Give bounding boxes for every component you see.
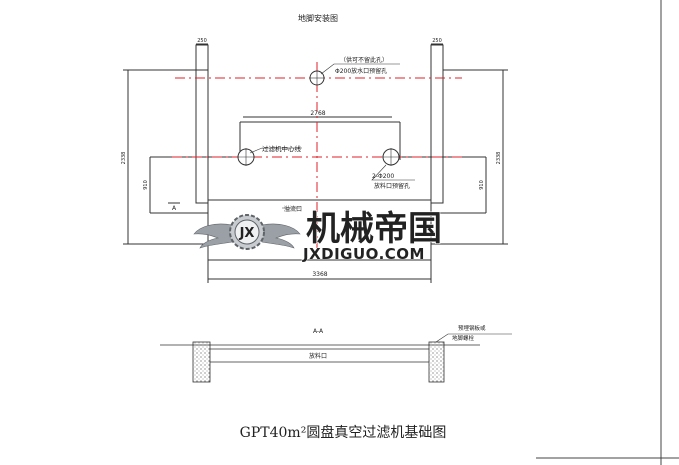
dim-offset-left: 910: [143, 180, 149, 190]
bottom-hole-leader: [371, 164, 415, 181]
note-bottom-hole-line1: 2-Φ200: [372, 173, 394, 180]
section-callout-line2: 地脚螺栓: [452, 334, 475, 342]
dim-post-width-right: 250: [432, 38, 442, 44]
drawing-top-label: 地脚安装图: [298, 13, 338, 23]
dim-total-width: 3368: [312, 271, 327, 278]
watermark-url: JXDIGUO.COM: [302, 245, 425, 263]
section-marker-a: A: [172, 205, 177, 212]
watermark-brand-cn: 机械帝国: [306, 209, 442, 249]
left-post: [195, 44, 209, 204]
watermark-right-wing-icon: [261, 223, 301, 249]
top-hole-leader: [320, 63, 400, 75]
dim-offset-right: 910: [479, 180, 485, 190]
note-overflow: 溢流口: [284, 205, 302, 213]
dim-inner-spacing: 2768: [310, 110, 325, 117]
dim-post-width-left: 250: [197, 38, 207, 44]
section-middle-label: 放料口: [309, 352, 327, 360]
section-view: A-A 放料口 预埋钢板或 地脚螺栓: [160, 324, 512, 383]
dim-height-right: 2338: [496, 152, 502, 165]
watermark-logo-letters: JX: [239, 226, 255, 241]
dim-height-left: 2338: [121, 152, 127, 165]
main-title: GPT40m²圆盘真空过滤机基础图: [240, 424, 447, 441]
watermark: JX 机械帝国 JXDIGUO.COM: [193, 208, 443, 263]
section-left-pier: [192, 341, 211, 383]
note-top-hole-line2: Φ200放水口预留孔: [335, 67, 387, 75]
section-right-pier: [428, 341, 445, 383]
section-title: A-A: [313, 328, 324, 335]
center-label-leader: [249, 147, 302, 154]
right-post: [430, 44, 444, 204]
note-top-hole-line1: （供可不留此孔）: [340, 56, 388, 64]
section-callout-line1: 预埋钢板或: [458, 324, 486, 332]
note-center-line-label: 过滤机中心线: [262, 144, 302, 153]
plan-view: [123, 43, 508, 283]
note-bottom-hole-line2: 放料口预留孔: [374, 182, 410, 190]
watermark-left-wing-icon: [193, 223, 233, 249]
